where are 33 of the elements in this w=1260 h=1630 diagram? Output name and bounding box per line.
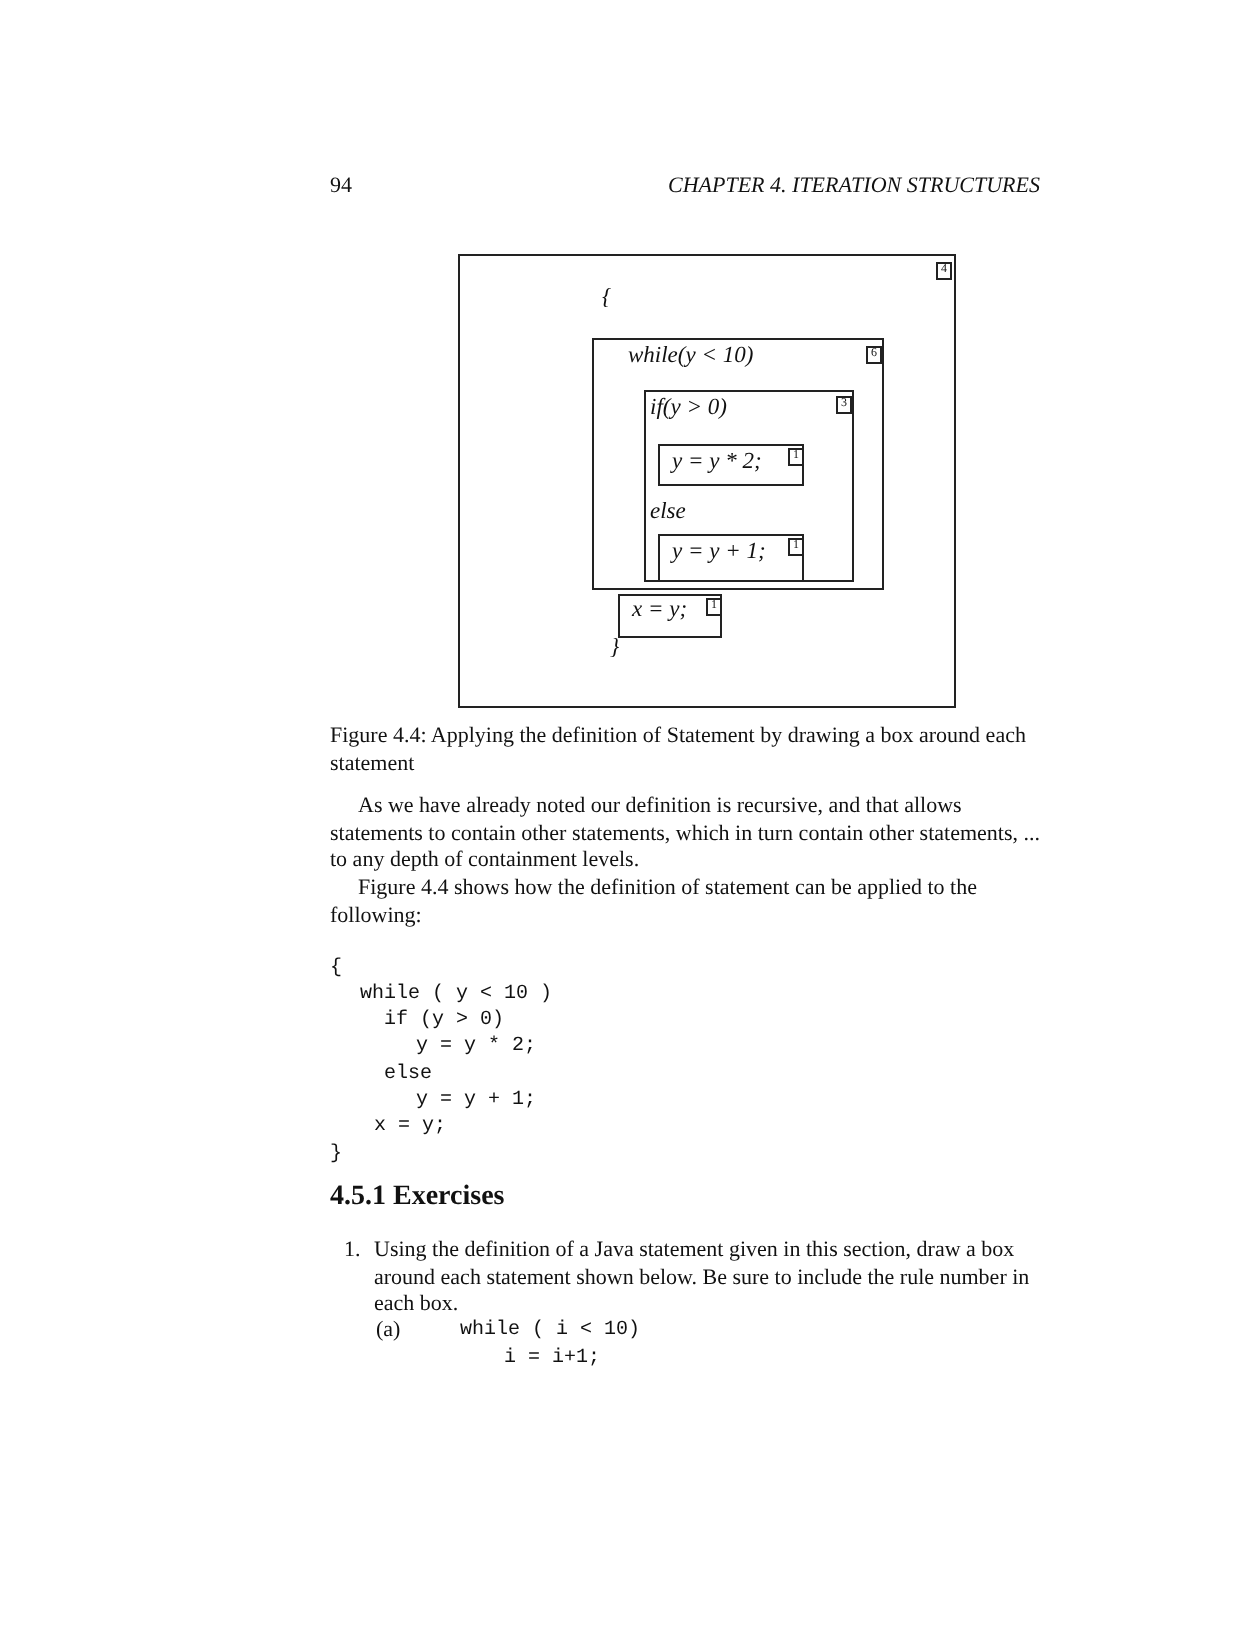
page-number: 94 [330, 174, 352, 202]
code-line: while ( y < 10 ) [360, 982, 553, 1009]
code-line: } [330, 1142, 343, 1170]
if-statement-box [644, 390, 854, 582]
list-number: 1. [344, 1238, 361, 1266]
while-statement-box [592, 338, 884, 590]
code-line: if (y > 0) [384, 1008, 505, 1035]
statement-box [618, 594, 722, 638]
code-line: while ( i < 10) [460, 1318, 641, 1346]
brace: { [602, 286, 612, 310]
code-line: x = y; [374, 1114, 447, 1142]
block-statement-box [458, 254, 956, 708]
statement-box [658, 534, 804, 582]
running-header: CHAPTER 4. ITERATION STRUCTURES [668, 174, 1040, 202]
brace: } [610, 636, 620, 660]
statement-text: x = y; [632, 598, 688, 622]
statement-box [658, 444, 804, 486]
else-keyword: else [650, 500, 686, 524]
statement-text: y = y * 2; [672, 450, 762, 474]
if-header: if(y > 0) [650, 396, 727, 420]
paragraph: As we have already noted our definition is recursive, and that allows statements to contain other statements, which in turn contain other statements, ... to any depth of containment levels. [330, 794, 1042, 876]
section-heading: 4.5.1 Exercises [330, 1184, 505, 1212]
sub-item-label: (a) [376, 1318, 401, 1346]
paragraph: Figure 4.4 shows how the definition of statement can be applied to the following: [330, 876, 979, 931]
code-line: y = y + 1; [416, 1088, 537, 1116]
exercise-text: Using the definition of a Java statement given in this section, draw a box around each statement shown below. Be sure to include the rule number in each box. [374, 1238, 1032, 1319]
while-header: while(y < 10) [628, 344, 754, 368]
code-line: i = i+1; [504, 1346, 601, 1374]
code-line: else [384, 1062, 433, 1090]
code-line: y = y * 2; [416, 1034, 537, 1062]
statement-text: y = y + 1; [672, 540, 766, 564]
code-line: { [330, 956, 343, 984]
figure-caption: Figure 4.4: Applying the definition of Statement by drawing a box around each statement [330, 724, 1028, 779]
